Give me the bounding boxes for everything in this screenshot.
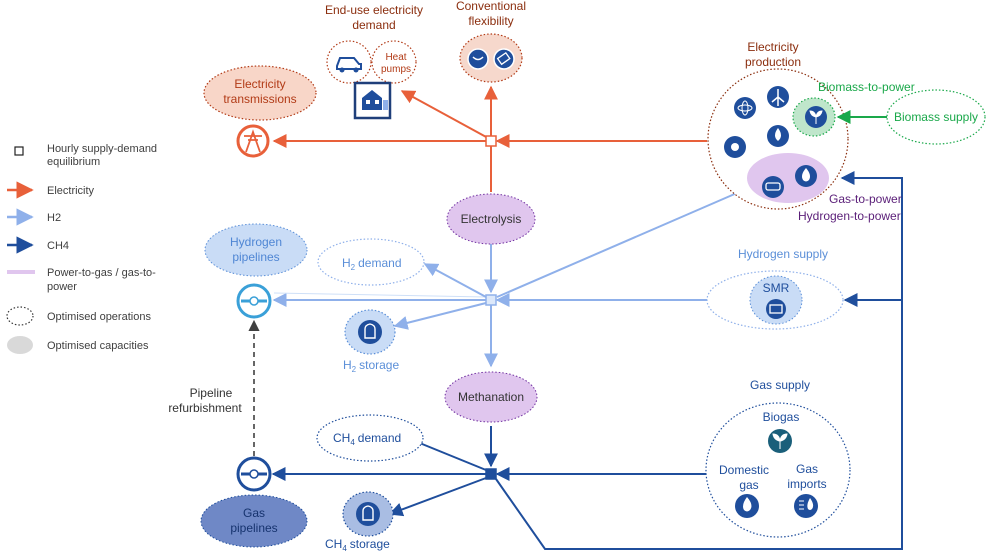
battery-icon	[493, 48, 515, 70]
svg-text:Methanation: Methanation	[458, 390, 524, 404]
svg-text:Heat: Heat	[385, 52, 406, 63]
svg-text:Electricity: Electricity	[747, 40, 798, 54]
electricity-hub	[485, 135, 497, 147]
gas-tank-icon	[356, 502, 380, 526]
legend-label: Electricity	[47, 185, 95, 197]
svg-text:demand: demand	[352, 18, 395, 32]
svg-text:imports: imports	[787, 477, 826, 491]
hydrogen-supply: Hydrogen supply SMR	[706, 247, 844, 330]
biomass-supply: Biomass supply	[836, 89, 986, 145]
h2-hub	[485, 294, 497, 306]
legend-item-optimised-operations: Optimised operations	[6, 306, 151, 326]
legend-item-h2: H2	[7, 208, 61, 226]
legend-item-optimised-capacities: Optimised capacities	[7, 336, 149, 354]
svg-text:Hydrogen-to-power: Hydrogen-to-power	[798, 209, 901, 223]
pylon-icon	[236, 124, 270, 158]
svg-text:Gas supply: Gas supply	[750, 378, 810, 392]
svg-text:production: production	[745, 55, 801, 69]
svg-text:Hydrogen supply: Hydrogen supply	[738, 247, 828, 261]
legend-label: power	[47, 281, 77, 293]
svg-text:pipelines: pipelines	[232, 250, 279, 264]
svg-text:flexibility: flexibility	[468, 14, 513, 28]
gas-turbine-icon	[762, 176, 784, 198]
conventional-flexibility: Conventional flexibility	[456, 0, 526, 83]
svg-text:Gas: Gas	[796, 462, 818, 476]
legend-item-equilibrium: Hourly supply-demand equilibrium	[14, 143, 157, 168]
atom-icon	[734, 97, 756, 119]
ch4-hub	[485, 468, 497, 480]
svg-text:Electrolysis: Electrolysis	[461, 212, 522, 226]
svg-text:pumps: pumps	[381, 64, 411, 75]
heat-pumps-node	[371, 40, 417, 84]
svg-text:Domestic: Domestic	[719, 463, 769, 477]
legend-item-power-to-gas: Power-to-gas / gas-to- power	[7, 267, 156, 293]
electricity-production: Electricity production Biomass-to-power …	[707, 40, 915, 223]
legend-item-electricity: Electricity	[7, 181, 95, 199]
svg-text:Gas-to-power: Gas-to-power	[829, 192, 902, 206]
svg-text:SMR: SMR	[763, 281, 790, 295]
gas-tank-icon	[358, 320, 382, 344]
legend-label: Power-to-gas / gas-to-	[47, 267, 156, 279]
legend-label: Optimised capacities	[47, 340, 149, 352]
pipe-valve-icon	[236, 283, 272, 319]
svg-text:Biogas: Biogas	[763, 410, 800, 424]
methanation-node: Methanation	[444, 371, 538, 423]
end-use-electricity-demand: End-use electricity demand Heat pumps	[325, 3, 423, 120]
electric-car-icon	[336, 57, 362, 73]
electricity-flows	[272, 85, 707, 192]
pipe-valve-icon	[236, 456, 272, 492]
gas-pipelines: Gas pipelines	[200, 456, 308, 548]
legend-label: equilibrium	[47, 156, 100, 168]
svg-text:refurbishment: refurbishment	[168, 401, 242, 415]
h2-flows	[272, 181, 762, 368]
svg-text:Biomass supply: Biomass supply	[894, 110, 978, 124]
svg-text:Electricity: Electricity	[234, 77, 285, 91]
electricity-transmissions: Electricity transmissions	[203, 65, 317, 158]
svg-text:Biomass-to-power: Biomass-to-power	[818, 80, 915, 94]
legend-item-ch4: CH4	[7, 236, 69, 254]
legend-label: CH4	[47, 240, 69, 252]
electrolysis-node: Electrolysis	[446, 193, 536, 245]
pipeline-refurbishment-label: Pipeline	[190, 386, 233, 400]
smr-plant-icon	[766, 299, 786, 319]
legend-label: H2	[47, 212, 61, 224]
legend: Hourly supply-demand equilibrium Electri…	[6, 143, 157, 354]
svg-text:transmissions: transmissions	[223, 92, 296, 106]
ch4-flows	[248, 171, 903, 550]
svg-text:Gas: Gas	[243, 506, 265, 520]
house-heat-pump-icon	[353, 81, 392, 120]
legend-label: Optimised operations	[47, 311, 151, 323]
legend-label: Hourly supply-demand	[47, 143, 157, 155]
svg-text:gas: gas	[739, 478, 758, 492]
hydrogen-pipelines: Hydrogen pipelines	[204, 223, 308, 319]
import-flame-icon	[794, 494, 818, 518]
svg-text:End-use electricity: End-use electricity	[325, 3, 423, 17]
gas-supply: Gas supply Biogas Domestic gas Gas impor…	[705, 378, 851, 538]
svg-text:pipelines: pipelines	[230, 521, 277, 535]
svg-text:Conventional: Conventional	[456, 0, 526, 13]
svg-text:Hydrogen: Hydrogen	[230, 235, 282, 249]
